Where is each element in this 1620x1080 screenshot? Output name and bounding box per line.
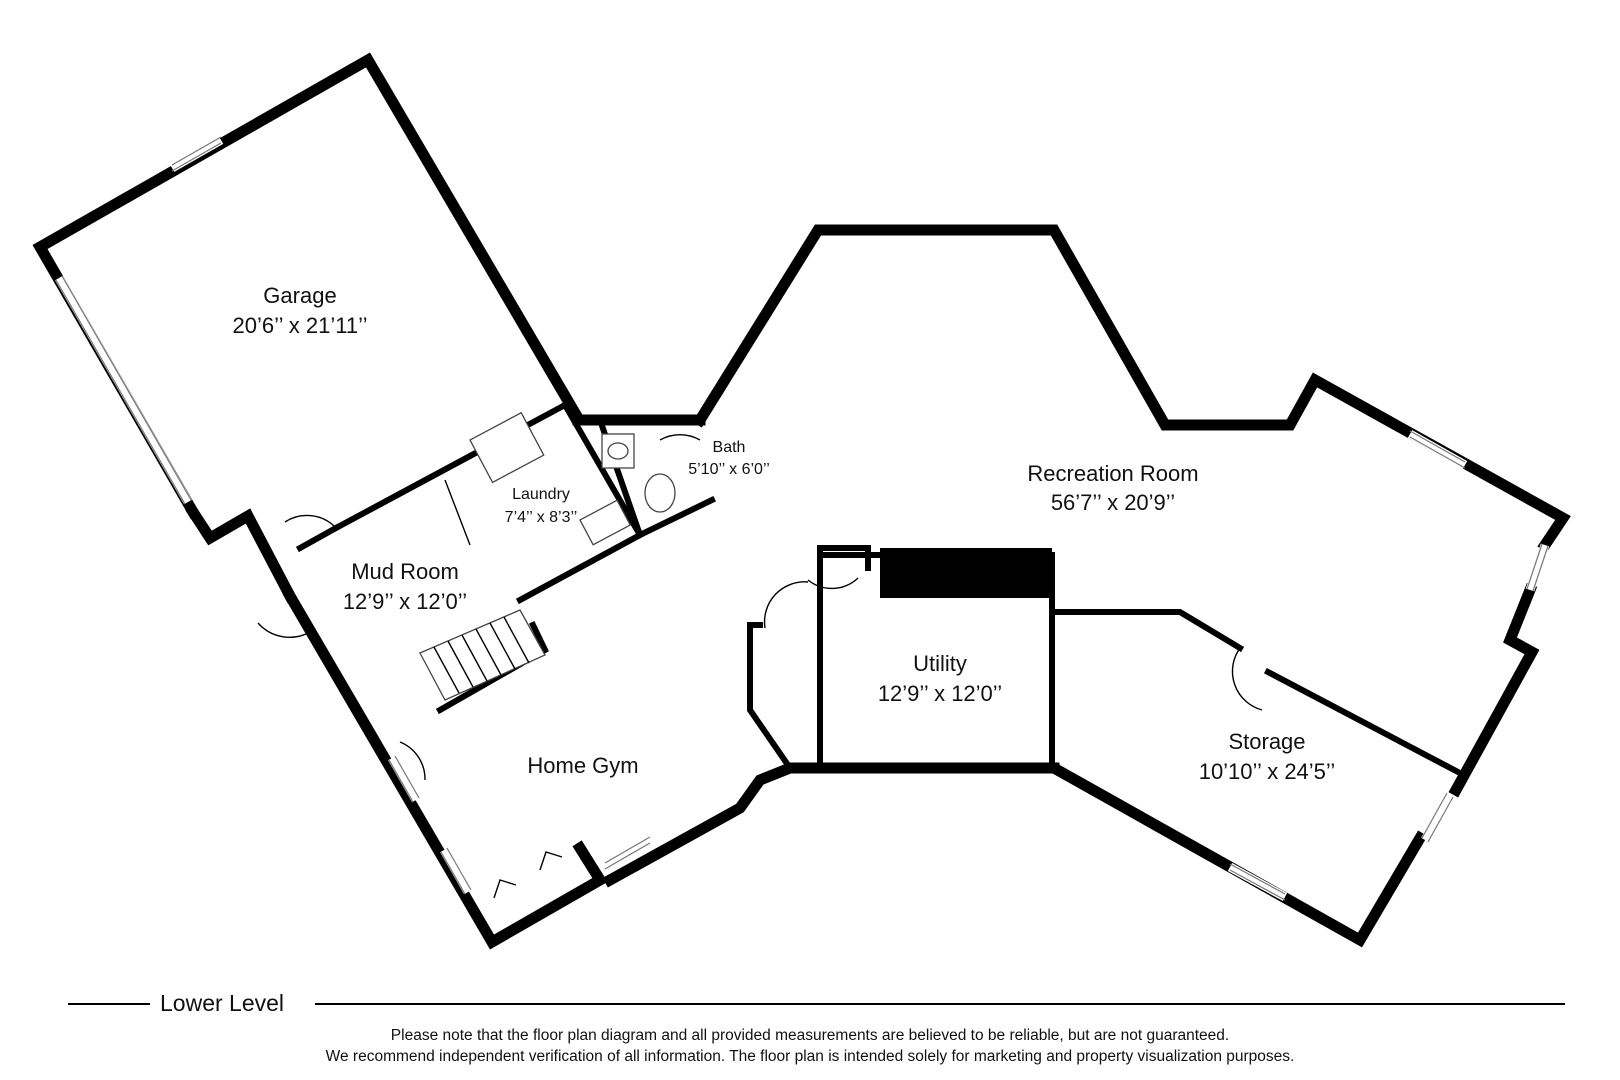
room-dims-utility: 12’9’’ x 12’0’’ [878, 681, 1002, 706]
storage-walls [1049, 609, 1463, 777]
room-dims-laundry: 7’4’’ x 8’3’’ [505, 509, 578, 526]
gym-window-bottom [602, 836, 653, 870]
utility-equipment-block [880, 548, 1052, 598]
room-name-laundry: Laundry [512, 486, 570, 503]
sink-basin-icon [607, 442, 629, 460]
mud-room-door-swing-icon [284, 514, 337, 529]
level-title: Lower Level [160, 990, 285, 1016]
toilet-icon [644, 473, 676, 513]
washer-icon [469, 411, 545, 484]
disclaimer-line-1: Please note that the floor plan diagram … [390, 1027, 1230, 1044]
room-name-home-gym: Home Gym [527, 753, 638, 778]
utility-closet-door-swing-icon [763, 581, 809, 629]
storage-window-bottom [1227, 863, 1288, 901]
storage-door-swing-icon [1231, 647, 1263, 711]
recreation-window-right-top [1407, 430, 1468, 469]
room-dims-storage: 10’10’’ x 24’5’’ [1199, 759, 1336, 784]
room-dims-garage: 20’6’’ x 21’11’’ [233, 313, 368, 338]
dryer-icon [579, 499, 632, 546]
recreation-room-walls [602, 224, 1571, 948]
stairs-icon [419, 609, 546, 701]
room-name-mud-room: Mud Room [351, 559, 459, 584]
gym-window-left [388, 755, 472, 895]
bath-door-swing-icon [659, 433, 701, 441]
level-rule-right [315, 1003, 1565, 1005]
mud-room-walls [282, 523, 608, 950]
room-name-bath: Bath [713, 439, 746, 456]
utility-door-swing-icon [807, 577, 859, 590]
gym-door-swing-icon [399, 741, 426, 781]
garage-window [169, 136, 224, 172]
level-rule-left [68, 1003, 150, 1005]
room-name-garage: Garage [263, 283, 336, 308]
room-dims-mud-room: 12’9’’ x 12’0’’ [343, 589, 467, 614]
recreation-window-right-side [1525, 543, 1550, 592]
room-dims-recreation-room: 56’7’’ x 20’9’’ [1051, 490, 1175, 515]
disclaimer-line-2: We recommend independent verification of… [325, 1048, 1295, 1065]
closet-door-icon [493, 879, 517, 899]
room-name-recreation-room: Recreation Room [1027, 461, 1198, 486]
closet-door-icon [539, 851, 563, 871]
room-dims-bath: 5’10’’ x 6’0’’ [688, 461, 770, 478]
room-name-storage: Storage [1228, 729, 1305, 754]
exterior-door-swing-icon [257, 622, 311, 638]
garage-door-opening [55, 275, 192, 505]
room-name-utility: Utility [913, 651, 967, 676]
storage-window-right [1421, 792, 1454, 843]
